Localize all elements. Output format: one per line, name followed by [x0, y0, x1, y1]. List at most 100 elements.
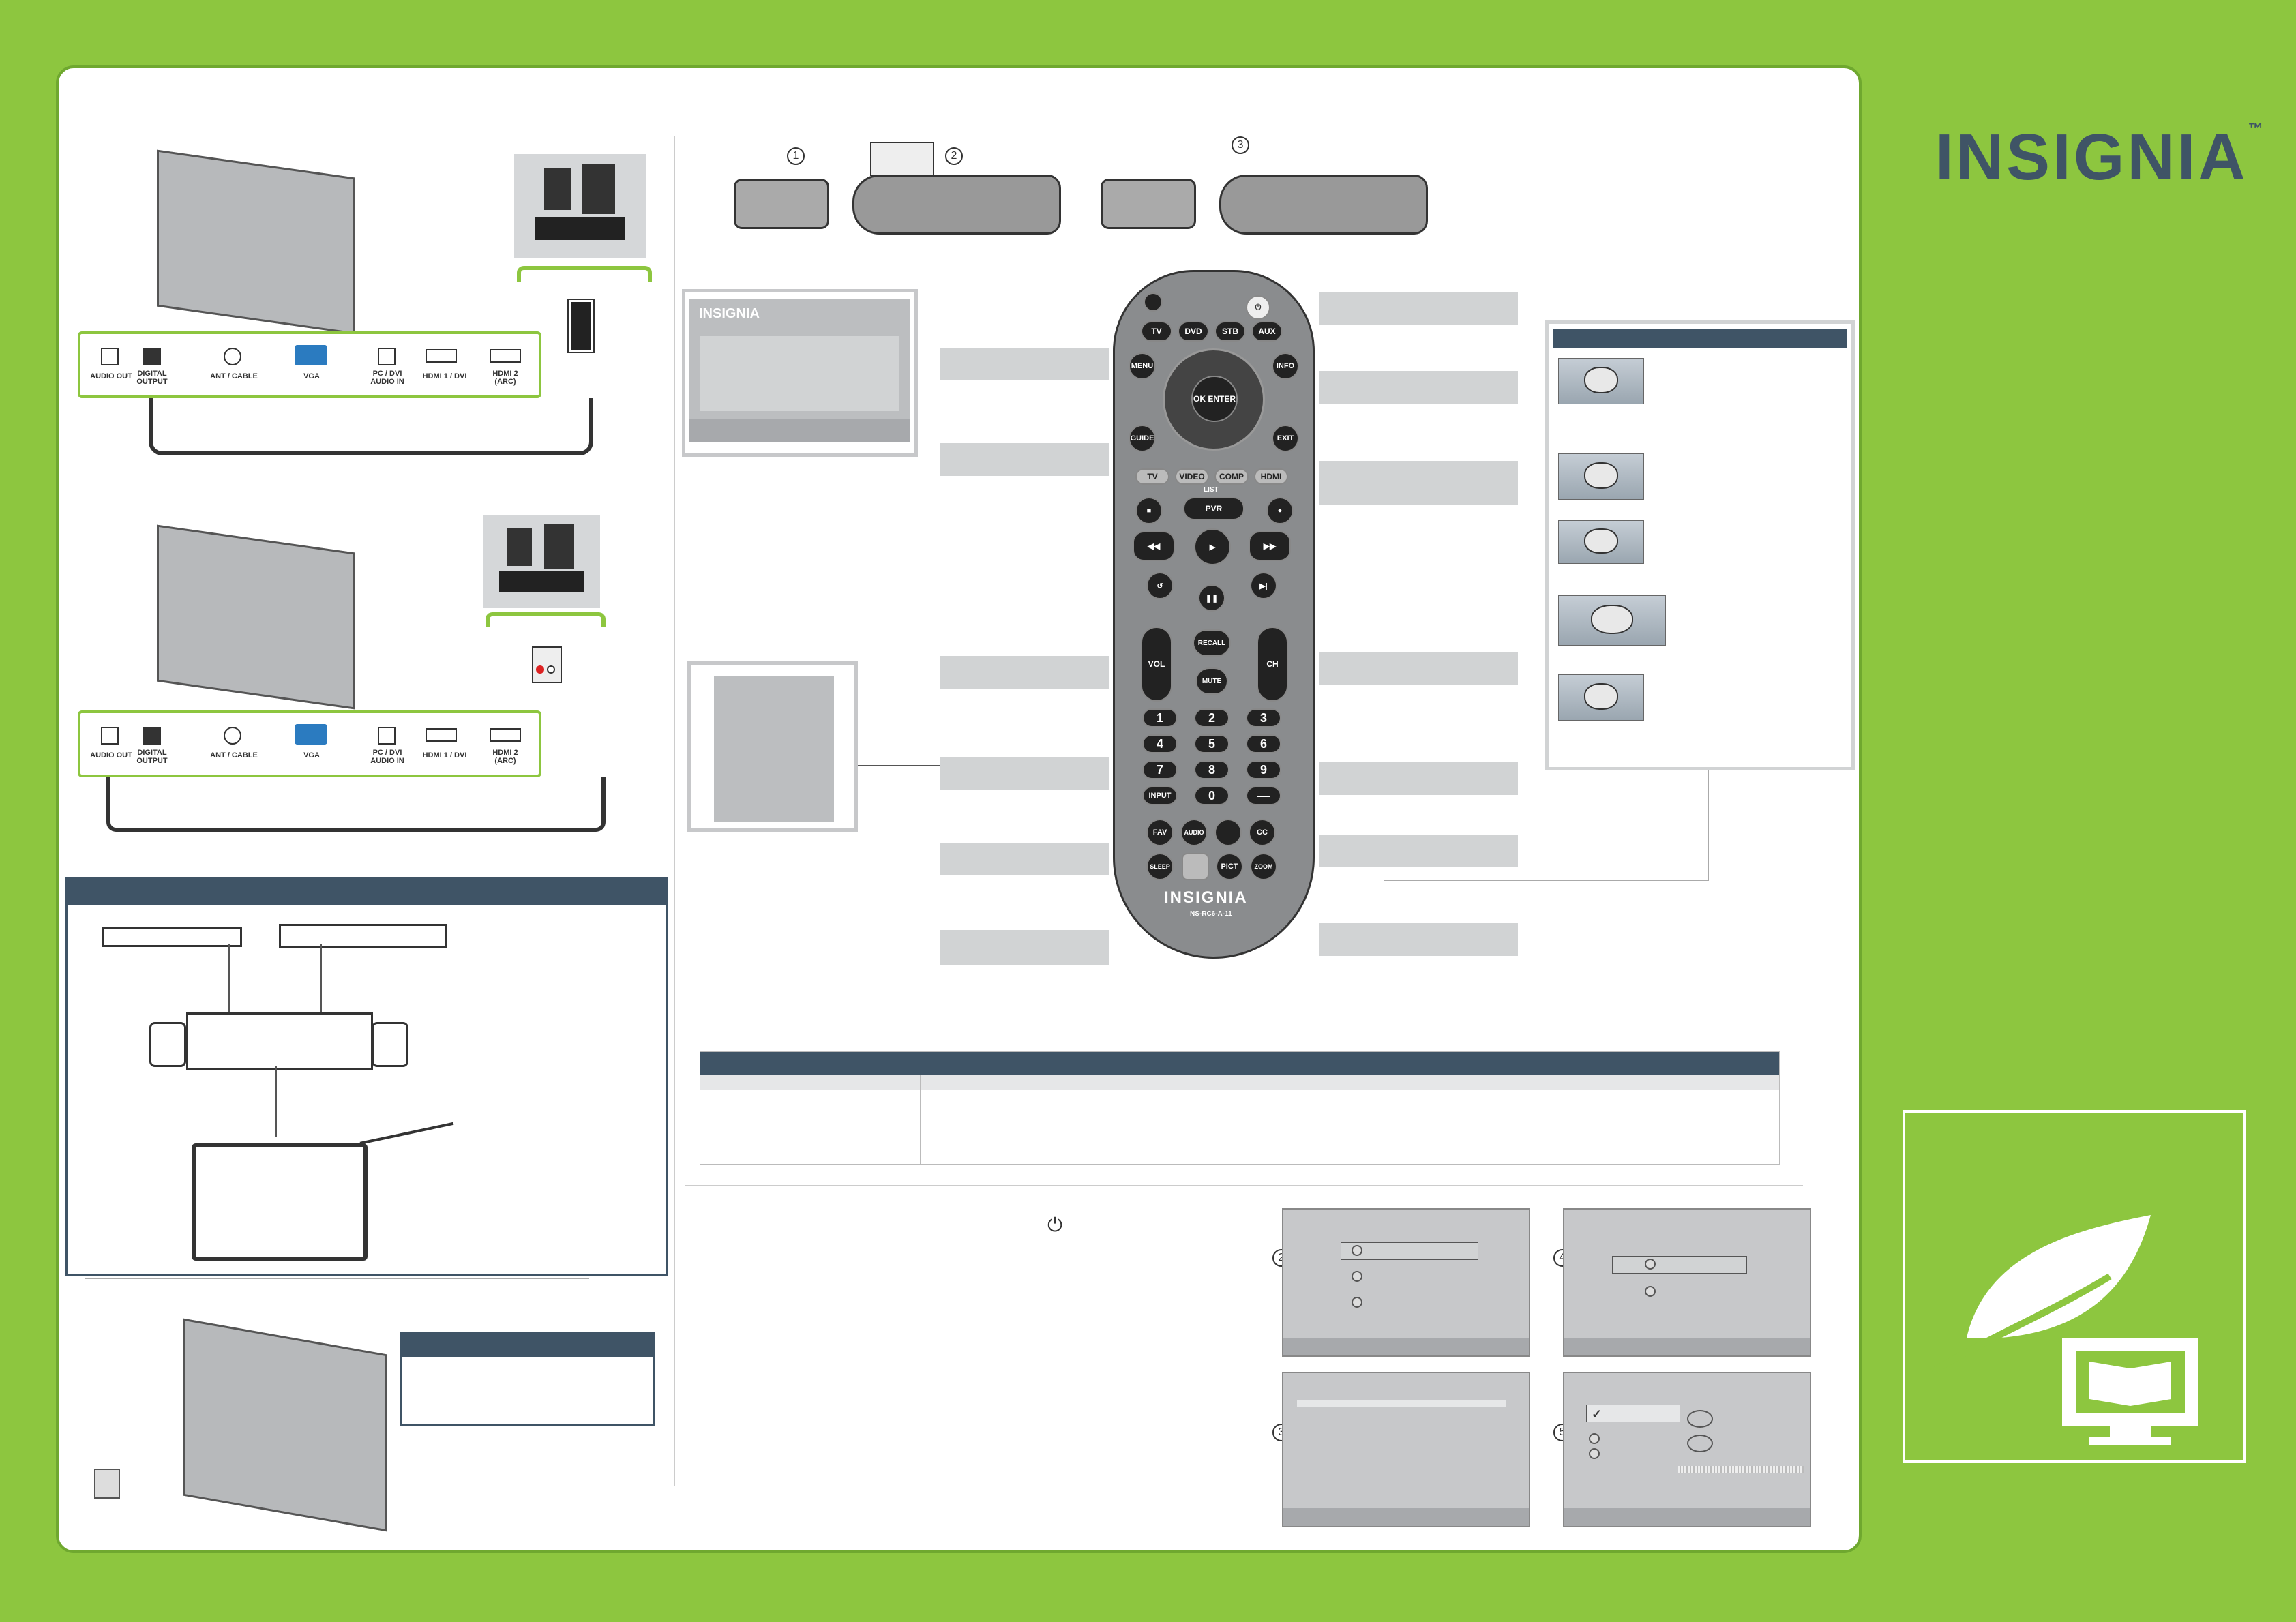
av-receiver — [186, 1012, 373, 1070]
callout-menu — [940, 348, 1109, 380]
option-radio[interactable] — [1589, 1433, 1600, 1444]
digit-1-button[interactable]: 1 — [1142, 708, 1178, 727]
exit-button[interactable]: EXIT — [1272, 425, 1299, 452]
menu-button[interactable]: MENU — [1129, 352, 1156, 380]
port-label: DIGITAL OUTPUT — [136, 749, 168, 765]
setup-screen-3 — [1282, 1372, 1530, 1527]
port-label: AUDIO OUT — [90, 751, 132, 760]
record-button[interactable]: ● — [1266, 497, 1294, 524]
checked-option[interactable] — [1586, 1405, 1680, 1422]
pvr-button[interactable]: PVR — [1183, 497, 1244, 520]
picture-size-panel — [1545, 320, 1855, 770]
stb-mode-button[interactable]: STB — [1214, 321, 1246, 342]
tv-mode-button[interactable]: TV — [1141, 321, 1172, 342]
rewind-button[interactable]: ◀◀ — [1133, 531, 1175, 561]
input-button[interactable]: INPUT — [1142, 786, 1178, 805]
speaker-left — [149, 1022, 186, 1067]
audio-button[interactable]: AUDIO — [1180, 819, 1208, 846]
option-radio[interactable] — [1645, 1259, 1656, 1270]
highlighted-option[interactable] — [1612, 1256, 1747, 1274]
port-label: VGA — [303, 372, 320, 380]
digit-4-button[interactable]: 4 — [1142, 734, 1178, 753]
list-label: LIST — [1204, 486, 1219, 494]
power-icon: ⏻ — [1047, 1214, 1063, 1236]
fast-forward-button[interactable]: ▶▶ — [1249, 531, 1291, 561]
option-radio[interactable] — [1589, 1448, 1600, 1459]
comp-input-button[interactable]: COMP — [1214, 468, 1249, 485]
video-input-button[interactable]: VIDEO — [1175, 468, 1209, 485]
spec-table — [700, 1051, 1780, 1165]
batteries — [870, 142, 934, 176]
home-theater-image-top — [514, 154, 646, 258]
fav-button[interactable]: FAV — [1146, 819, 1174, 846]
volume-rocker[interactable]: VOL — [1141, 627, 1172, 702]
mute-button[interactable]: MUTE — [1195, 667, 1228, 695]
replay-button[interactable]: ↺ — [1146, 572, 1174, 599]
audio-cable — [106, 777, 606, 832]
recall-button[interactable]: RECALL — [1193, 629, 1231, 657]
digit-2-button[interactable]: 2 — [1194, 708, 1229, 727]
setup-screen-5: ✓ — [1563, 1372, 1811, 1527]
picture-size-cinema — [1558, 595, 1666, 646]
pause-button[interactable]: ❚❚ — [1198, 584, 1225, 612]
eco-button[interactable] — [1182, 853, 1209, 880]
stop-button[interactable]: ■ — [1135, 497, 1163, 524]
ok-enter-button[interactable]: OK ENTER — [1191, 376, 1238, 422]
guide-button[interactable]: GUIDE — [1129, 425, 1156, 452]
wall-outlet — [94, 1469, 120, 1499]
digit-0-button[interactable]: 0 — [1194, 786, 1229, 805]
tv-illustration — [192, 1143, 368, 1261]
cc-button[interactable]: CC — [1249, 819, 1276, 846]
digit-5-button[interactable]: 5 — [1194, 734, 1229, 753]
option-radio[interactable] — [1352, 1271, 1362, 1282]
pict-button[interactable]: PICT — [1216, 853, 1243, 880]
dvd-mode-button[interactable]: DVD — [1178, 321, 1209, 342]
light-button[interactable] — [1144, 292, 1163, 312]
vol-label: VOL — [1148, 659, 1165, 669]
option-radio[interactable] — [1352, 1297, 1362, 1308]
port-label: DIGITAL OUTPUT — [136, 370, 168, 386]
tv-input-button[interactable]: TV — [1135, 468, 1169, 485]
skip-button[interactable]: ▶| — [1250, 572, 1277, 599]
channel-rocker[interactable]: CH — [1257, 627, 1288, 702]
port-label: PC / DVI AUDIO IN — [370, 749, 404, 765]
blank-button[interactable] — [1214, 819, 1242, 846]
picture-panel-connector — [1708, 770, 1709, 881]
play-button[interactable]: ▶ — [1194, 528, 1231, 565]
battery-step-2: 2 — [945, 147, 963, 165]
port-label: ANT / CABLE — [210, 372, 258, 380]
zoom-button[interactable]: ZOOM — [1250, 853, 1277, 880]
remote-back-closed — [1219, 175, 1428, 235]
digit-6-button[interactable]: 6 — [1246, 734, 1281, 753]
callout-sleep — [940, 930, 1109, 965]
remote-model: NS-RC6-A-11 — [1190, 910, 1232, 918]
hdmi-input-button[interactable]: HDMI — [1254, 468, 1288, 485]
callout-power — [1319, 292, 1518, 325]
system-diagram-header — [68, 879, 666, 905]
tv-port-strip-top: AUDIO OUT DIGITAL OUTPUT ANT / CABLE VGA… — [78, 331, 541, 398]
option-radio[interactable] — [1645, 1286, 1656, 1297]
digit-3-button[interactable]: 3 — [1246, 708, 1281, 727]
brand-logo: INSIGNIA™ — [1935, 120, 2266, 195]
battery-cover — [734, 179, 829, 229]
vcr-player — [279, 924, 447, 948]
aux-mode-button[interactable]: AUX — [1251, 321, 1283, 342]
digit-7-button[interactable]: 7 — [1142, 760, 1178, 779]
menu-preview-box: INSIGNIA — [682, 289, 918, 457]
dash-button[interactable]: — — [1246, 786, 1281, 805]
tv-back-panel-mid — [157, 524, 355, 710]
power-button[interactable]: ⏻ — [1246, 295, 1270, 320]
list-preview-box — [687, 661, 858, 832]
battery-cover-step3 — [1101, 179, 1196, 229]
digit-9-button[interactable]: 9 — [1246, 760, 1281, 779]
green-bracket-top — [517, 266, 652, 282]
speaker-right — [372, 1022, 408, 1067]
callout-line — [858, 765, 940, 766]
digit-8-button[interactable]: 8 — [1194, 760, 1229, 779]
tv-back-panel-top — [157, 149, 355, 335]
callout-cc — [1319, 835, 1518, 867]
sleep-button[interactable]: SLEEP — [1146, 853, 1174, 880]
callout-digits — [940, 757, 1109, 790]
option-radio[interactable] — [1352, 1245, 1362, 1256]
info-button[interactable]: INFO — [1272, 352, 1299, 380]
